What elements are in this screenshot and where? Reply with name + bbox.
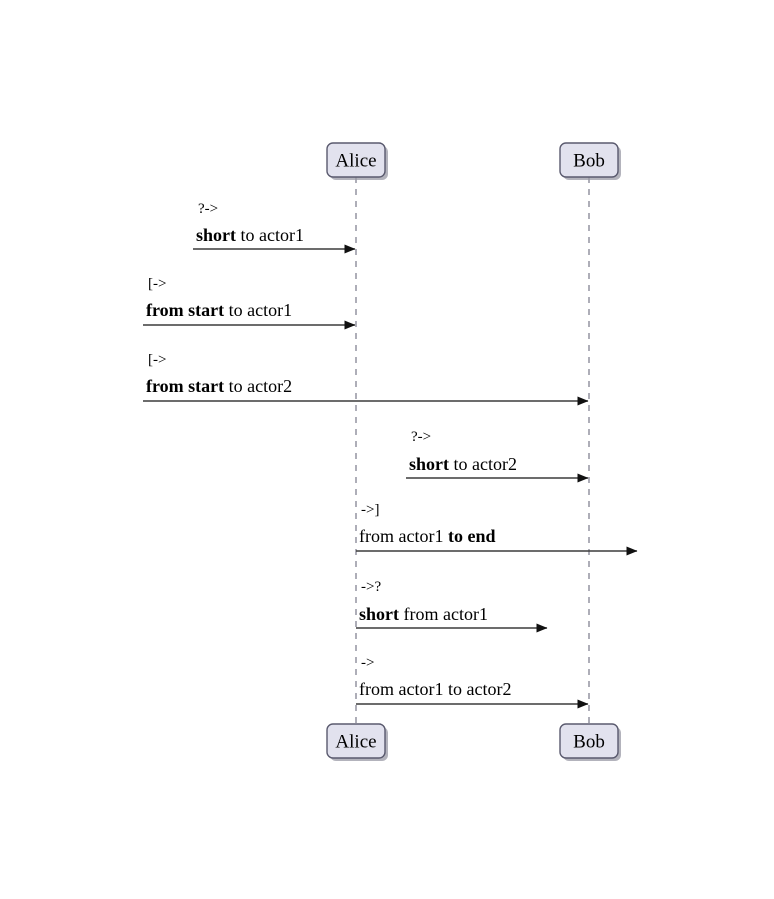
actor-box-rect: [559, 723, 619, 759]
message-arrow-type: ?->: [198, 201, 218, 217]
actor-box-rect: [559, 142, 619, 178]
message-label-part: to actor2: [449, 454, 517, 474]
message-label-part: short: [409, 454, 449, 474]
message-label: from actor1 to end: [359, 526, 495, 546]
message-label-part: to actor1: [236, 225, 304, 245]
message-arrow-type: ?->: [411, 429, 431, 445]
message-label-part: from start: [146, 300, 224, 320]
message-arrow-type: ->: [361, 655, 374, 671]
messages-group: ?-> short to actor1 [-> from start to actor…: [143, 201, 638, 709]
message-5[interactable]: ->] from actor1 to end: [356, 502, 638, 556]
message-2[interactable]: [-> from start to actor1: [143, 276, 356, 330]
message-label-part: from actor1: [399, 604, 488, 624]
message-label: short from actor1: [359, 604, 488, 624]
message-label: short to actor1: [196, 225, 304, 245]
actor-box-actor2-bottom[interactable]: Bob: [559, 723, 621, 761]
message-label: from start to actor2: [146, 376, 292, 396]
message-4[interactable]: ?-> short to actor2: [406, 429, 589, 483]
actor-name-label: Alice: [335, 151, 376, 172]
actor-name-label: Alice: [335, 732, 376, 753]
message-label: short to actor2: [409, 454, 517, 474]
message-label-part: short: [359, 604, 399, 624]
message-6[interactable]: ->? short from actor1: [356, 579, 548, 633]
actor-box-actor1-top[interactable]: Alice: [326, 142, 388, 180]
message-label: from start to actor1: [146, 300, 292, 320]
message-1[interactable]: ?-> short to actor1: [193, 201, 356, 254]
actor-name-label: Bob: [573, 732, 605, 753]
message-label-part: from actor1 to actor2: [359, 679, 511, 699]
message-label-part: to actor1: [224, 300, 292, 320]
actor-box-actor1-bottom[interactable]: Alice: [326, 723, 388, 761]
actor-box-actor2-top[interactable]: Bob: [559, 142, 621, 180]
lifelines-group: [355, 177, 590, 724]
message-label-part: to end: [448, 526, 496, 546]
message-arrow-type: ->?: [361, 579, 381, 595]
message-arrow-type: [->: [148, 276, 166, 292]
message-label-part: to actor2: [224, 376, 292, 396]
message-label-part: short: [196, 225, 236, 245]
actor-box-rect: [326, 142, 386, 178]
message-label-part: from start: [146, 376, 224, 396]
message-label: from actor1 to actor2: [359, 679, 511, 699]
message-3[interactable]: [-> from start to actor2: [143, 352, 589, 406]
message-arrow-type: [->: [148, 352, 166, 368]
message-arrow-type: ->]: [361, 502, 379, 518]
message-label-part: from actor1: [359, 526, 448, 546]
actor-name-label: Bob: [573, 151, 605, 172]
message-7[interactable]: -> from actor1 to actor2: [356, 655, 589, 709]
actor-box-rect: [326, 723, 386, 759]
